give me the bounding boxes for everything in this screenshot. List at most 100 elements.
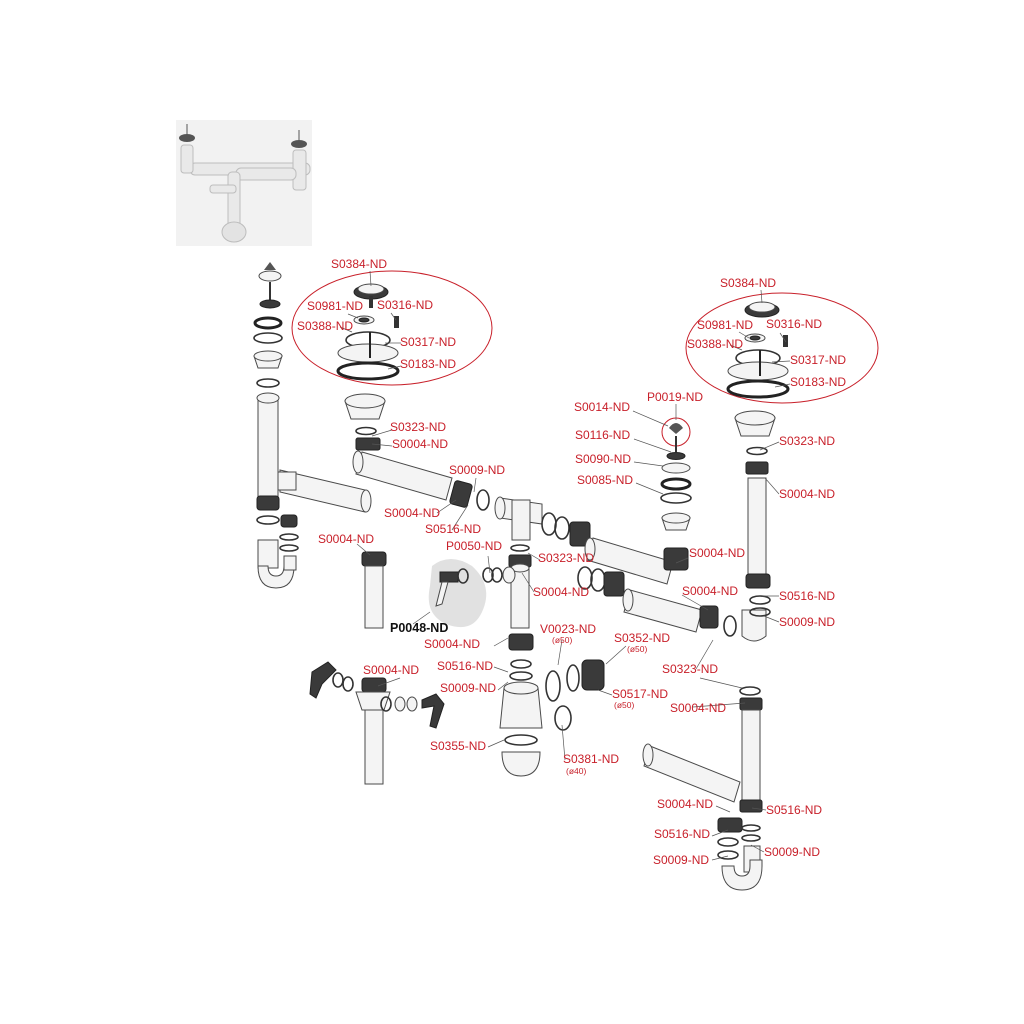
right-horizontal-pipes: [577, 537, 767, 642]
left-strainer-parts: [336, 283, 400, 381]
diameter-label: (ø50): [614, 700, 634, 710]
part-label-s0004-nd: S0004-ND: [318, 532, 374, 546]
part-label-s0381-nd: S0381-ND: [563, 752, 619, 766]
part-label-s0516-nd: S0516-ND: [425, 522, 481, 536]
part-label-s0004-nd: S0004-ND: [682, 584, 738, 598]
part-label-s0009-nd: S0009-ND: [653, 853, 709, 867]
part-label-s0014-nd: S0014-ND: [574, 400, 630, 414]
middle-left-pipe: [361, 551, 387, 629]
bottle-trap: [499, 633, 605, 777]
part-label-p0019-nd: P0019-ND: [647, 390, 703, 404]
part-label-s0323-nd: S0323-ND: [390, 420, 446, 434]
part-label-s0388-nd: S0388-ND: [297, 319, 353, 333]
leader-line: [451, 504, 469, 531]
leader-line: [774, 383, 791, 388]
bottom-left-parts: [309, 661, 445, 785]
leader-line: [633, 461, 664, 467]
leader-line: [692, 702, 746, 708]
part-label-s0004-nd: S0004-ND: [689, 546, 745, 560]
part-label-s0981-nd: S0981-ND: [307, 299, 363, 313]
diameter-label: (ø50): [552, 635, 572, 645]
leader-line: [356, 543, 371, 556]
leader-line: [487, 555, 491, 574]
strainer-group-left: [291, 270, 493, 386]
part-label-s0317-nd: S0317-ND: [790, 353, 846, 367]
part-label-s0317-nd: S0317-ND: [400, 335, 456, 349]
leader-line: [473, 477, 477, 493]
leader-line: [605, 645, 627, 665]
part-label-s0116-nd: S0116-ND: [575, 428, 630, 442]
part-label-s0009-nd: S0009-ND: [449, 463, 505, 477]
part-label-s0516-nd: S0516-ND: [437, 659, 493, 673]
leader-line: [412, 611, 431, 625]
part-label-p0050-nd: P0050-ND: [446, 539, 502, 553]
part-label-s0004-nd: S0004-ND: [657, 797, 713, 811]
part-label-s0009-nd: S0009-ND: [764, 845, 820, 859]
part-label-s0323-nd: S0323-ND: [779, 434, 835, 448]
leader-line: [487, 739, 505, 748]
leader-line: [715, 805, 731, 813]
part-label-s0183-nd: S0183-ND: [790, 375, 846, 389]
part-label-s0004-nd: S0004-ND: [779, 487, 835, 501]
diameter-labels: (ø50)(ø50)(ø50)(ø40): [552, 635, 647, 776]
leader-line: [675, 557, 689, 564]
part-label-s0316-nd: S0316-ND: [377, 298, 433, 312]
leader-line: [561, 724, 566, 761]
part-label-s0516-nd: S0516-ND: [654, 827, 710, 841]
leader-line: [729, 344, 743, 351]
leader-line: [521, 572, 535, 593]
leader-line: [695, 639, 714, 670]
leader-line: [759, 441, 780, 451]
part-label-s0352-nd: S0352-ND: [614, 631, 670, 645]
part-label-s0004-nd: S0004-ND: [392, 437, 448, 451]
right-strainer-parts: [726, 301, 790, 399]
leader-line: [557, 639, 563, 666]
leader-line: [699, 677, 743, 689]
left-column-parts: [253, 262, 283, 388]
part-label-s0009-nd: S0009-ND: [779, 615, 835, 629]
leader-line: [763, 615, 780, 623]
leader-line: [390, 312, 397, 321]
leader-line: [597, 689, 613, 696]
leader-line: [436, 499, 457, 514]
strainer-group-right: [685, 292, 879, 404]
leader-line: [738, 331, 750, 339]
part-label-s0004-nd: S0004-ND: [533, 585, 589, 599]
leader-line: [493, 637, 509, 647]
part-label-p0048: P0048-ND: [390, 621, 448, 635]
leader-line: [632, 410, 669, 427]
left-basket-and-elbow: [344, 393, 490, 511]
leader-line: [339, 326, 353, 333]
part-label-s0517-nd: S0517-ND: [612, 687, 668, 701]
part-label-s0388-nd: S0388-ND: [687, 337, 743, 351]
p0048-fitting: [428, 559, 487, 628]
central-tee-assembly: [494, 496, 591, 629]
part-label-s0981-nd: S0981-ND: [697, 318, 753, 332]
part-label-s0323-nd: S0323-ND: [538, 551, 594, 565]
leader-line: [493, 666, 509, 673]
leader-line: [371, 429, 393, 437]
p0050-fitting: [482, 566, 516, 584]
leader-line: [779, 332, 787, 343]
leader-lines: [339, 270, 791, 861]
leader-line: [371, 443, 393, 447]
part-label-s0004-nd: S0004-ND: [363, 663, 419, 677]
part-label-s0085-nd: S0085-ND: [577, 473, 633, 487]
part-label-v0023-nd: V0023-ND: [540, 622, 596, 636]
part-label-s0516-nd: S0516-ND: [779, 589, 835, 603]
leader-line: [751, 807, 767, 811]
part-label-s0316-nd: S0316-ND: [766, 317, 822, 331]
part-label-s0004-nd: S0004-ND: [670, 701, 726, 715]
leader-line: [750, 844, 765, 853]
left-drain-assembly: [256, 392, 372, 589]
part-label-s0009-nd: S0009-ND: [440, 681, 496, 695]
part-label-s0516-nd: S0516-ND: [766, 803, 822, 817]
leader-line: [764, 477, 780, 495]
leader-line: [387, 365, 402, 370]
leader-line: [633, 438, 672, 453]
bottom-right-trap: [642, 686, 763, 891]
diameter-label: (ø50): [627, 644, 647, 654]
leader-line: [527, 552, 541, 561]
leader-line: [369, 270, 372, 287]
